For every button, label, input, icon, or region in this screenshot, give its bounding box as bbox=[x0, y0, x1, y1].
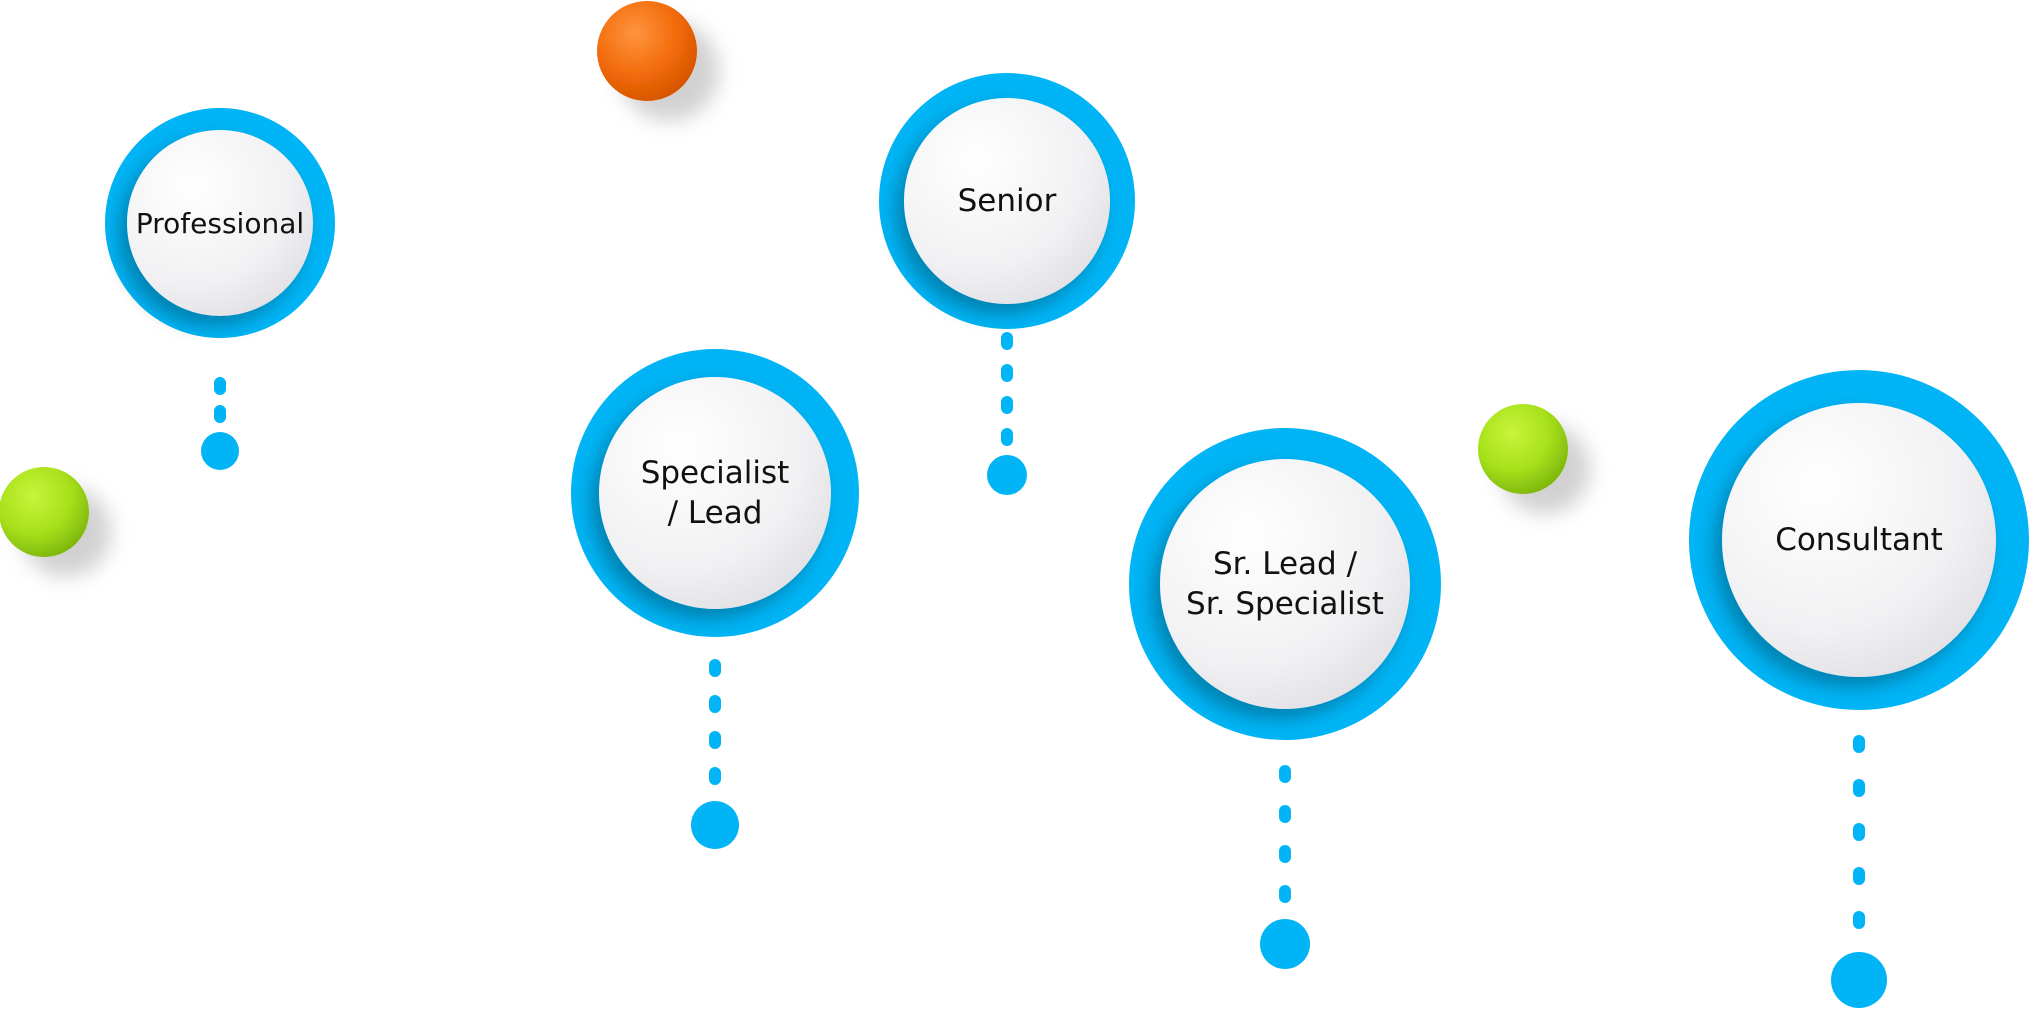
connector-dot bbox=[709, 767, 721, 785]
connector-end-dot bbox=[691, 801, 739, 849]
stage-label-line: Specialist bbox=[641, 455, 790, 491]
connector-dot bbox=[1001, 396, 1013, 414]
connector-dot bbox=[214, 405, 226, 423]
connector-end-dot bbox=[1260, 919, 1310, 969]
stage-label: Consultant bbox=[1775, 522, 1943, 558]
connector-dot bbox=[1853, 911, 1865, 929]
stage-label-line: / Lead bbox=[668, 495, 763, 531]
connector-end-dot bbox=[987, 455, 1027, 495]
stage-node: Senior bbox=[879, 73, 1135, 495]
connector-dot bbox=[709, 659, 721, 677]
connector-dot bbox=[1279, 765, 1291, 783]
stage-inner-circle bbox=[599, 377, 831, 609]
connector-dot bbox=[1279, 805, 1291, 823]
decor-ball-green-right bbox=[1478, 404, 1568, 494]
stage-label: Sr. Lead / Sr. Specialist bbox=[1186, 546, 1384, 622]
stage-inner-circle bbox=[1160, 459, 1410, 709]
connector-dot bbox=[1001, 364, 1013, 382]
decorations bbox=[0, 1, 1568, 557]
stage-node: Consultant bbox=[1689, 370, 2029, 1008]
stage-label: Specialist / Lead bbox=[641, 455, 790, 531]
connector-dot bbox=[709, 695, 721, 713]
stage-inner-circle bbox=[1722, 403, 1996, 677]
connector-dot bbox=[1279, 845, 1291, 863]
decor-ball-green-left bbox=[0, 467, 89, 557]
stage-label: Professional bbox=[136, 207, 304, 240]
connector-dot bbox=[1001, 332, 1013, 350]
connector-dot bbox=[1001, 428, 1013, 446]
stage-label-line: Senior bbox=[958, 183, 1057, 219]
connector-dot bbox=[1853, 735, 1865, 753]
connector-end-dot bbox=[1831, 952, 1887, 1008]
stage-inner-circle bbox=[904, 98, 1110, 304]
connector-dot bbox=[709, 731, 721, 749]
stage-label-line: Sr. Lead / bbox=[1213, 546, 1358, 582]
stage-label-line: Professional bbox=[136, 207, 304, 240]
connector-dot bbox=[1853, 779, 1865, 797]
stage-label-line: Sr. Specialist bbox=[1186, 586, 1384, 622]
stage-inner-circle bbox=[127, 130, 313, 316]
decor-ball-orange bbox=[597, 1, 697, 101]
connector-dot bbox=[1853, 867, 1865, 885]
stage-node: Sr. Lead / Sr. Specialist bbox=[1129, 428, 1441, 969]
connector-dot bbox=[1853, 823, 1865, 841]
stage-label-line: Consultant bbox=[1775, 522, 1943, 558]
stage-label: Senior bbox=[958, 183, 1057, 219]
connector-end-dot bbox=[201, 432, 239, 470]
stage-node: Specialist / Lead bbox=[571, 349, 859, 849]
stage-node: Professional bbox=[105, 108, 335, 470]
connector-dot bbox=[1279, 885, 1291, 903]
connector-dot bbox=[214, 377, 226, 395]
